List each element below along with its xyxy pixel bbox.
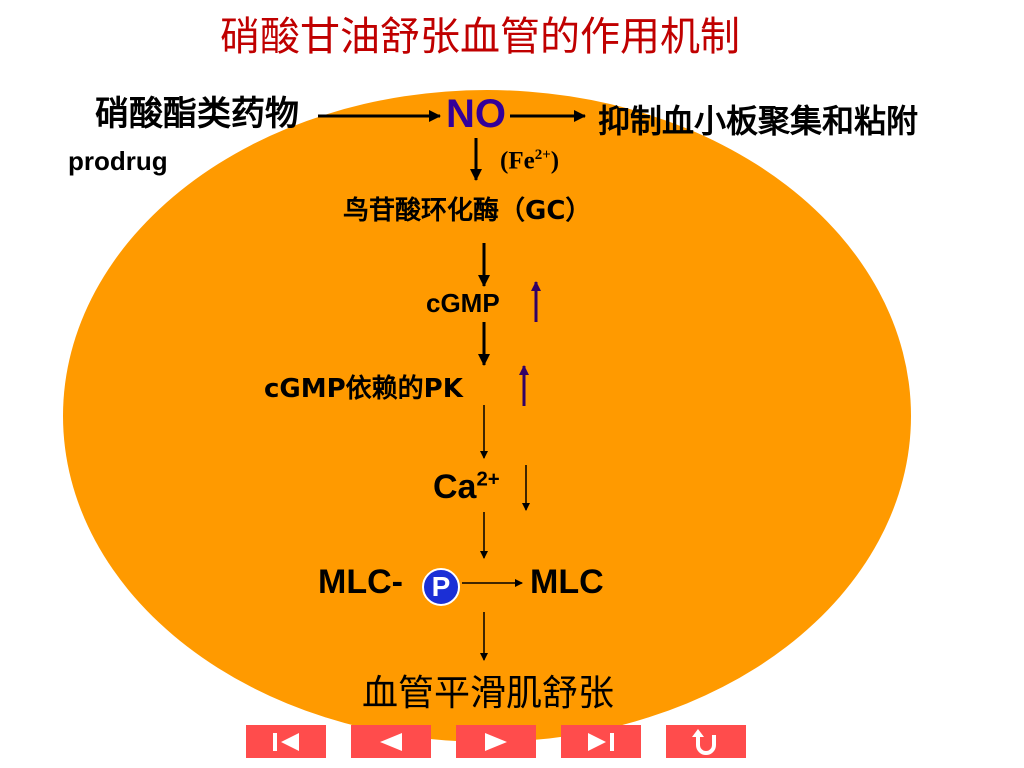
calcium-label: Ca2+ [433,468,500,506]
mlc-label: MLC [530,563,604,601]
last-slide-button[interactable] [561,725,641,758]
previous-slide-button[interactable] [351,725,431,758]
gc-enzyme-label: 鸟苷酸环化酶（GC） [343,196,592,226]
first-slide-icon [273,732,299,751]
next-slide-icon [485,732,507,751]
previous-slide-icon [380,732,402,751]
return-button[interactable] [666,725,746,758]
slide-title: 硝酸甘油舒张血管的作用机制 [220,14,740,60]
drug-class-label: 硝酸酯类药物 [95,94,299,134]
return-icon [692,728,716,755]
platelet-effect-label: 抑制血小板聚集和粘附 [598,102,919,140]
next-slide-button[interactable] [456,725,536,758]
pk-label: cGMP依赖的PK [264,374,463,404]
result-label: 血管平滑肌舒张 [362,673,615,714]
first-slide-button[interactable] [246,725,326,758]
cgmp-label: cGMP [426,288,500,318]
cell-ellipse [63,90,911,742]
no-label: NO [446,92,506,136]
fe-cofactor-label: (Fe2+) [500,147,560,175]
last-slide-icon [588,732,614,751]
phosphate-badge: P [422,568,460,606]
mlc-phosphorylated-label: MLC- [318,563,403,601]
prodrug-label: prodrug [68,146,168,176]
